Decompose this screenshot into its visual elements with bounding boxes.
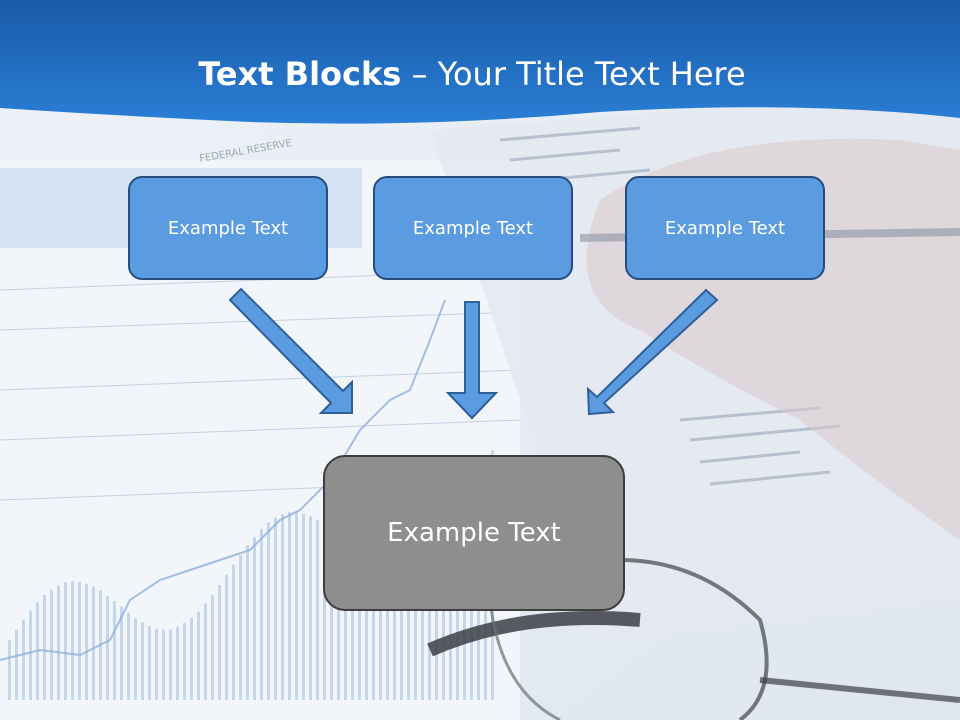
background-bar	[232, 564, 235, 700]
background-bar	[106, 596, 109, 700]
background-bar	[351, 547, 354, 700]
background-bar	[64, 582, 67, 700]
text-block-right[interactable]: Example Text	[625, 176, 825, 280]
background-bar	[344, 541, 347, 700]
background-bar	[407, 551, 410, 700]
background-bar	[400, 555, 403, 700]
background-bar	[127, 612, 130, 700]
background-bar	[8, 640, 11, 700]
background-bar	[372, 558, 375, 700]
title-rest-part: – Your Title Text Here	[401, 55, 746, 93]
background-bar	[421, 538, 424, 700]
background-bar	[204, 603, 207, 700]
background-bar	[246, 545, 249, 700]
background-bar	[71, 581, 74, 700]
text-block-left[interactable]: Example Text	[128, 176, 328, 280]
background-bar	[295, 511, 298, 700]
background-bar	[162, 629, 165, 700]
background-bar	[225, 574, 228, 700]
background-bar	[120, 606, 123, 700]
background-bar	[29, 610, 32, 700]
background-bar	[92, 586, 95, 700]
background-bar	[141, 622, 144, 700]
background-bar	[274, 517, 277, 700]
background-bar	[211, 595, 214, 700]
background-bar	[288, 512, 291, 700]
background-bar	[15, 629, 18, 700]
background-bar	[379, 560, 382, 700]
background-bar	[22, 619, 25, 700]
title-bold-part: Text Blocks	[198, 55, 402, 93]
background-bar	[365, 555, 368, 700]
background-bar	[113, 601, 116, 700]
background-bar	[50, 589, 53, 700]
background-bar	[414, 545, 417, 700]
background-bar	[239, 555, 242, 700]
background-bar	[358, 552, 361, 700]
slide-title: Text Blocks – Your Title Text Here	[0, 52, 944, 96]
background-bar	[267, 522, 270, 700]
background-bar	[85, 583, 88, 700]
text-block-center[interactable]: Example Text	[323, 455, 625, 611]
background-bar	[281, 514, 284, 700]
background-bar	[57, 585, 60, 700]
background-bar	[155, 628, 158, 700]
background-bar	[302, 513, 305, 700]
background-bar	[148, 626, 151, 700]
background-bar	[337, 535, 340, 700]
background-bar	[330, 529, 333, 700]
background-bar	[43, 595, 46, 700]
background-bar	[316, 520, 319, 700]
background-bar	[190, 617, 193, 700]
background-bar	[176, 627, 179, 700]
background-bar	[183, 623, 186, 700]
background-bar	[134, 618, 137, 700]
background-bar	[169, 629, 172, 700]
background-bar	[386, 560, 389, 700]
background-bar	[197, 611, 200, 700]
background-bar	[323, 525, 326, 700]
background-bar	[260, 528, 263, 700]
background-bar	[78, 582, 81, 700]
background-bar	[218, 585, 221, 700]
background-bar	[428, 529, 431, 700]
background-bar	[393, 559, 396, 700]
background-bar	[253, 537, 256, 700]
text-block-middle[interactable]: Example Text	[373, 176, 573, 280]
background-bar	[309, 516, 312, 700]
